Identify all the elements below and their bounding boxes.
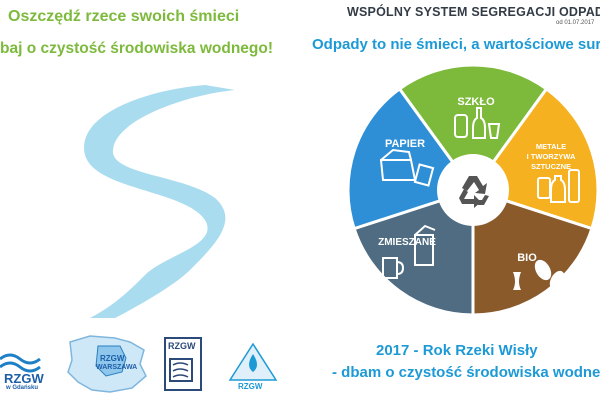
segment-label-metal-2: I TWORZYWA [527, 152, 576, 161]
metal-plastic-icon [537, 169, 580, 203]
segment-bio [471, 187, 594, 317]
logo2-subtext: WARSZAWA [96, 364, 138, 371]
left-title-line1: Oszczędź rzece swoich śmieci [8, 8, 240, 25]
glass-bottles-icon [454, 107, 501, 139]
system-subtitle: Odpady to nie śmieci, a wartościowe suro [312, 36, 600, 53]
segregation-wheel: SZKŁO PAPIER METALE I TWORZYWA SZTUCZNE … [346, 63, 600, 317]
system-date: od 01.07.2017 [556, 20, 595, 26]
logo-rzgw-4: RZGW [228, 342, 278, 394]
river-illustration [84, 85, 236, 318]
bio-leaves-icon [513, 259, 565, 290]
logo-rzgw-3: RZGW [164, 337, 204, 392]
segment-mixed [352, 187, 475, 317]
segment-label-metal-3: SZTUCZNE [531, 162, 571, 171]
logo-rzgw-gdansk: RZGW w Gdańsku [0, 345, 52, 395]
mixed-waste-icon [382, 224, 436, 279]
water-drop-triangle-icon [228, 342, 278, 381]
segment-label-mixed: ZMIESZANE [378, 237, 436, 248]
segment-label-bio: BIO [517, 252, 537, 264]
logo2-text: RZGW [100, 354, 125, 363]
segment-label-glass: SZKŁO [457, 96, 495, 108]
left-title-line2: baj o czystość środowiska wodnego! [0, 40, 274, 57]
clean-water-text: - dbam o czystość środowiska wodneg [332, 364, 600, 381]
segment-label-paper: PAPIER [385, 138, 425, 150]
logo3-text: RZGW [168, 341, 196, 351]
segment-label-metal-1: METALE [536, 142, 566, 151]
logo1-text: RZGW [4, 371, 44, 386]
system-title: WSPÓLNY SYSTEM SEGREGACJI ODPADÓW [347, 5, 600, 19]
logo-rzgw-warszawa: RZGW WARSZAWA [60, 332, 150, 396]
year-river-text: 2017 - Rok Rzeki Wisły [376, 342, 538, 359]
logo3-waves-icon [169, 358, 193, 382]
wheel-center [437, 154, 509, 226]
poland-map-icon [67, 335, 147, 393]
recycle-icon [459, 176, 489, 208]
paper-box-icon [379, 148, 435, 187]
logo4-text: RZGW [238, 382, 263, 391]
logo1-subtext: w Gdańsku [6, 385, 39, 391]
